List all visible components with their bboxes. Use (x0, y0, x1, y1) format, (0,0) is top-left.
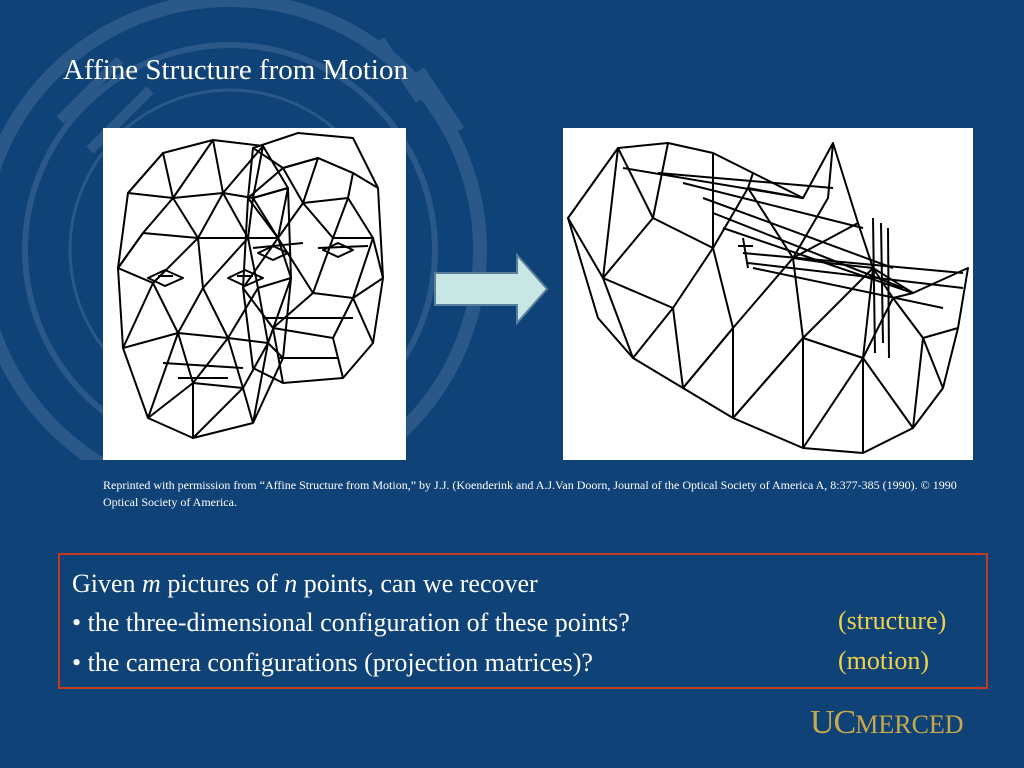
wireframe-faces-drawing (117, 132, 384, 439)
logo-merced-text: MERCED (855, 710, 964, 739)
motion-tag: (motion) (838, 646, 929, 675)
wireframe-faces-image (103, 128, 406, 460)
variable-m: m (142, 569, 161, 598)
reprint-caption: Reprinted with permission from “Affine S… (103, 478, 957, 509)
question-text: points, can we recover (297, 569, 538, 598)
right-arrow-icon (434, 253, 549, 325)
recovered-structure-image (563, 128, 973, 460)
recovered-wireframe-drawing (567, 142, 969, 454)
variable-n: n (284, 569, 298, 598)
question-text: Given (72, 569, 143, 598)
question-text: pictures of (160, 569, 285, 598)
ucmerced-logo: UCMERCED (810, 704, 990, 748)
question-box: Given m pictures of n points, can we rec… (58, 553, 988, 689)
logo-uc-text: UC (810, 704, 856, 741)
bullet-structure: • the three-dimensional configuration of… (72, 608, 630, 637)
structure-tag: (structure) (838, 606, 947, 635)
question-line: Given m pictures of n points, can we rec… (72, 568, 538, 600)
slide-title: Affine Structure from Motion (63, 54, 408, 86)
bullet-motion: • the camera configurations (projection … (72, 648, 593, 677)
